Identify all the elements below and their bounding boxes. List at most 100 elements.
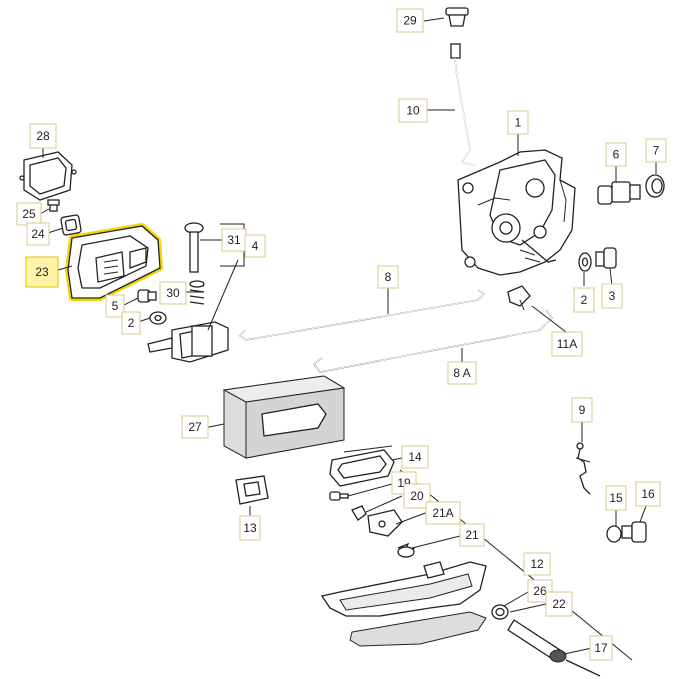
label-box (398, 98, 428, 123)
part-label-6[interactable]: 6 (605, 142, 627, 167)
part-label-21a[interactable]: 21A (425, 501, 461, 525)
label-box (239, 515, 261, 541)
label-text: 11A (557, 337, 577, 351)
label-text: 10 (406, 104, 420, 118)
part-15-washer (606, 525, 622, 543)
part-9-lever (575, 442, 591, 495)
label-text: 1 (515, 116, 522, 130)
part-label-13[interactable]: 13 (239, 515, 261, 541)
label-text: 21A (432, 506, 453, 520)
label-box (181, 415, 209, 439)
part-29-grommet (445, 7, 469, 27)
part-label-29[interactable]: 29 (396, 8, 424, 33)
part-13-clip (235, 475, 269, 505)
part-10-lock-rod (450, 43, 477, 167)
label-text: 2 (128, 316, 135, 330)
label-box (401, 445, 429, 469)
part-19-screw (329, 491, 349, 501)
part-label-16[interactable]: 16 (635, 481, 661, 507)
part-23-handle-bracket[interactable] (65, 223, 163, 301)
part-label-8[interactable]: 8 (377, 265, 399, 289)
label-box (396, 8, 424, 33)
part-label-5[interactable]: 5 (105, 294, 125, 318)
label-text: 27 (188, 420, 202, 434)
label-text: 30 (166, 286, 180, 300)
label-box (377, 265, 399, 289)
part-label-28[interactable]: 28 (29, 123, 57, 149)
label-text: 23 (35, 265, 49, 279)
part-2-washer-left (149, 311, 167, 325)
label-text: 2 (581, 293, 588, 307)
part-24-clip (60, 214, 82, 236)
part-label-27[interactable]: 27 (181, 415, 209, 439)
part-label-22[interactable]: 22 (545, 591, 573, 617)
label-text: 31 (227, 233, 241, 247)
label-text: 5 (112, 299, 119, 313)
part-3-screw (595, 247, 617, 269)
label-box (25, 256, 59, 288)
part-label-7[interactable]: 7 (645, 138, 667, 163)
part-label-17[interactable]: 17 (589, 635, 613, 661)
label-text: 9 (579, 403, 586, 417)
part-label-23[interactable]: 23 (25, 256, 59, 288)
part-5-screw (137, 289, 157, 303)
part-26-trim-strip (349, 611, 487, 647)
label-text: 21 (465, 528, 479, 542)
part-14-bezel (329, 449, 395, 487)
label-text: 22 (552, 597, 566, 611)
part-1-door-lock (457, 149, 576, 276)
part-22-ring (491, 604, 509, 620)
label-text: 26 (533, 584, 547, 598)
part-label-24[interactable]: 24 (26, 222, 50, 246)
label-box (571, 397, 593, 423)
part-label-31[interactable]: 31 (221, 228, 247, 252)
label-box (605, 485, 627, 511)
label-text: 15 (609, 491, 623, 505)
part-label-15[interactable]: 15 (605, 485, 627, 511)
part-label-2[interactable]: 2 (573, 287, 595, 313)
label-text: 3 (609, 289, 616, 303)
part-8-rod (239, 289, 486, 341)
part-21-spring (397, 542, 416, 558)
reference-line-14 (343, 445, 393, 453)
part-label-9[interactable]: 9 (571, 397, 593, 423)
part-8a-rod (313, 309, 553, 373)
part-label-10[interactable]: 10 (398, 98, 428, 123)
label-box (523, 552, 551, 576)
part-25-screw (47, 199, 60, 212)
label-text: 16 (641, 487, 655, 501)
label-text: 12 (530, 557, 544, 571)
label-box (601, 283, 623, 309)
label-text: 13 (243, 521, 257, 535)
label-text: 8 (385, 270, 392, 284)
part-label-25[interactable]: 25 (16, 202, 42, 226)
part-label-1[interactable]: 1 (507, 110, 529, 135)
label-box (573, 287, 595, 313)
label-box (244, 234, 266, 258)
part-7-cap (645, 174, 665, 198)
label-box (105, 294, 125, 318)
part-label-30[interactable]: 30 (159, 281, 187, 305)
part-label-11a[interactable]: 11A (551, 331, 583, 357)
part-label-14[interactable]: 14 (401, 445, 429, 469)
part-label-21[interactable]: 21 (459, 523, 485, 547)
part-31-pin (184, 222, 204, 273)
label-text: 24 (31, 227, 45, 241)
label-box (589, 635, 613, 661)
part-label-12[interactable]: 12 (523, 552, 551, 576)
part-4-hinge-lever (147, 259, 239, 363)
part-label-3[interactable]: 3 (601, 283, 623, 309)
part-6-bolt (597, 181, 641, 205)
part-label-4[interactable]: 4 (244, 234, 266, 258)
label-box (605, 142, 627, 167)
label-box (635, 481, 661, 507)
label-box (459, 523, 485, 547)
part-label-2[interactable]: 2 (121, 311, 141, 335)
label-box (121, 311, 141, 335)
label-text: 14 (408, 450, 422, 464)
part-16-screw (621, 521, 647, 543)
label-box (29, 123, 57, 149)
part-label-8a[interactable]: 8 A (447, 361, 477, 385)
